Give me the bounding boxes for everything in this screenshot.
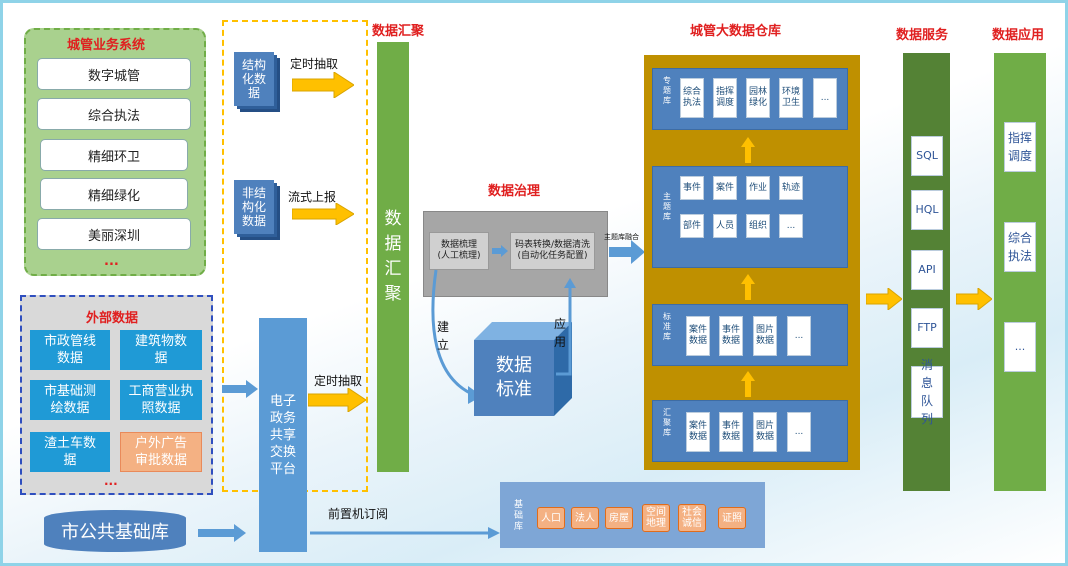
warehouse-cell: ...	[813, 78, 837, 118]
governance-step-1-label: 数据梳理 (人工梳理)	[437, 240, 481, 261]
governance-step-2-label: 码表转换/数据清洗 (自动化任务配置)	[514, 240, 591, 261]
arrow-up-icon	[741, 274, 755, 300]
biz-system-item: 精细环卫	[40, 139, 188, 171]
app-law-enforcement: 综合执法	[1004, 222, 1036, 272]
apply-arrow-icon	[556, 278, 576, 376]
external-item: 市政管线数据	[30, 330, 110, 370]
external-item: 渣土车数据	[30, 432, 110, 472]
warehouse-cell: 园林绿化	[746, 78, 770, 118]
warehouse-cell: 事件数据	[719, 412, 743, 452]
biz-system-item: 综合执法	[37, 98, 191, 130]
governance-step-1: 数据梳理 (人工梳理)	[429, 232, 489, 270]
arrow-right-icon	[222, 380, 258, 398]
service-sql: SQL	[911, 136, 943, 176]
warehouse-cell: 案件数据	[686, 412, 710, 452]
topic-fusion-label: 主题库融合	[604, 233, 639, 241]
exchange-platform: 电子政务共享交换平台	[259, 318, 307, 552]
biz-system-item: 精细绿化	[40, 178, 188, 210]
warehouse-cell: 图片数据	[753, 316, 777, 356]
base-library-item: 房屋	[605, 507, 633, 529]
exchange-platform-label: 电子政务共享交换平台	[269, 393, 296, 477]
base-library-item: 空间地理	[642, 504, 670, 532]
arrow-right-icon	[492, 245, 508, 257]
external-ellipsis: ...	[104, 474, 118, 488]
applications-title: 数据应用	[992, 28, 1045, 43]
base-library-label: 基础库	[514, 500, 524, 532]
biz-systems-title: 城管业务系统	[67, 38, 146, 53]
base-library-item: 法人	[571, 507, 599, 529]
warehouse-cell: 案件数据	[686, 316, 710, 356]
external-item: 市基础测绘数据	[30, 380, 110, 420]
arrow-right-icon	[609, 240, 645, 264]
data-standard-cube	[474, 322, 572, 416]
warehouse-cell: 轨迹	[779, 176, 803, 200]
warehouse-title: 城管大数据仓库	[690, 24, 782, 39]
structured-data-doc: 结构化数据	[234, 52, 274, 106]
warehouse-layer-aggregate	[652, 400, 848, 462]
service-ftp: FTP	[911, 308, 943, 348]
warehouse-cell: 事件数据	[719, 316, 743, 356]
scheduled-extract-label-1: 定时抽取	[290, 57, 339, 71]
app-command-dispatch: 指挥调度	[1004, 122, 1036, 172]
warehouse-cell: 作业	[746, 176, 770, 200]
warehouse-layer-label: 专题库	[663, 76, 671, 105]
warehouse-layer-label: 汇聚库	[663, 408, 671, 437]
base-library-item: 人口	[537, 507, 565, 529]
public-base-label: 市公共基础库	[61, 522, 169, 543]
app-more: ...	[1004, 322, 1036, 372]
arrow-up-icon	[741, 137, 755, 163]
arrow-right-icon	[292, 72, 354, 98]
build-label: 建立	[437, 320, 450, 352]
aggregation-bar-label: 数据汇聚	[384, 209, 402, 304]
warehouse-cell: 部件	[680, 214, 704, 238]
warehouse-cell: 指挥调度	[713, 78, 737, 118]
warehouse-cell: 组织	[746, 214, 770, 238]
services-title: 数据服务	[896, 28, 949, 43]
external-item: 建筑物数据	[120, 330, 202, 370]
governance-title: 数据治理	[488, 184, 541, 199]
arrow-right-icon	[198, 524, 246, 542]
arrow-up-icon	[741, 371, 755, 397]
external-data-title: 外部数据	[86, 311, 139, 326]
warehouse-cell: 事件	[680, 176, 704, 200]
warehouse-cell: 案件	[713, 176, 737, 200]
warehouse-cell: 图片数据	[753, 412, 777, 452]
warehouse-cell: 综合执法	[680, 78, 704, 118]
frontend-subscribe-label: 前置机订阅	[328, 507, 389, 521]
arrow-right-icon	[310, 527, 500, 539]
biz-system-item: 美丽深圳	[37, 218, 191, 250]
service-api: API	[911, 250, 943, 290]
biz-ellipsis: ...	[104, 254, 119, 269]
stream-report-label: 流式上报	[288, 190, 337, 204]
warehouse-layer-label: 主题库	[663, 192, 671, 221]
warehouse-cell: 人员	[713, 214, 737, 238]
public-base-cylinder: 市公共基础库	[44, 510, 186, 552]
warehouse-cell: ...	[787, 316, 811, 356]
apply-label: 应用	[554, 317, 567, 349]
aggregation-bar: 数据汇聚	[377, 42, 409, 472]
service-hql: HQL	[911, 190, 943, 230]
warehouse-cell: ...	[779, 214, 803, 238]
arrow-right-icon	[956, 288, 992, 310]
warehouse-layer-standard	[652, 304, 848, 366]
warehouse-cell: ...	[787, 412, 811, 452]
service-message-queue: 消息队列	[911, 358, 943, 426]
data-standard-text: 数据标准	[496, 355, 532, 400]
governance-step-2: 码表转换/数据清洗 (自动化任务配置)	[510, 232, 595, 270]
applications-bar	[994, 53, 1046, 491]
aggregation-title: 数据汇聚	[372, 24, 425, 39]
arrow-right-icon	[308, 388, 366, 412]
base-library-item: 社会诚信	[678, 504, 706, 532]
unstructured-data-doc: 非结构化数据	[234, 180, 274, 234]
external-item: 工商营业执照数据	[120, 380, 202, 420]
data-standard-label: 数据标准	[474, 340, 554, 416]
warehouse-cell: 环境卫生	[779, 78, 803, 118]
arrow-right-icon	[866, 288, 902, 310]
base-library-item: 证照	[718, 507, 746, 529]
biz-system-item: 数字城管	[37, 58, 191, 90]
scheduled-extract-label-2: 定时抽取	[314, 374, 363, 388]
warehouse-layer-label: 标准库	[663, 312, 671, 341]
arrow-right-icon	[292, 203, 354, 225]
external-item-highlight: 户外广告审批数据	[120, 432, 202, 472]
